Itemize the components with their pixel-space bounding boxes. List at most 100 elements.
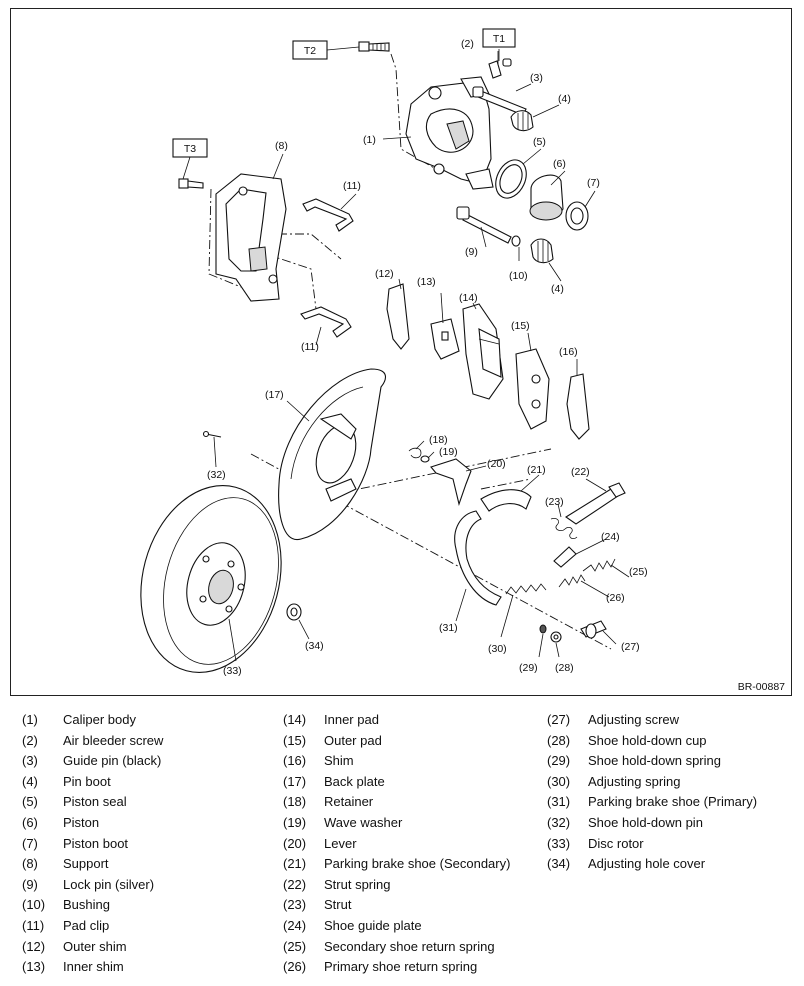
legend-part-name: Shoe hold-down spring xyxy=(588,753,721,769)
strut xyxy=(565,482,626,525)
legend-number: (6) xyxy=(22,814,38,830)
legend-part-name: Shoe hold-down cup xyxy=(588,732,707,748)
legend-part-name: Strut xyxy=(324,897,352,913)
torque-label-t3: T3 xyxy=(184,143,196,155)
legend-number: (15) xyxy=(283,732,307,748)
legend-part-name: Parking brake shoe (Secondary) xyxy=(324,856,511,872)
legend-part-name: Piston xyxy=(63,814,100,830)
legend-part-name: Air bleeder screw xyxy=(63,732,164,748)
legend-number: (27) xyxy=(547,712,571,727)
legend-part-name: Inner pad xyxy=(324,712,379,727)
callout-7: (7) xyxy=(587,177,600,189)
parts-legend: (1)Caliper body(2)Air bleeder screw(3)Gu… xyxy=(0,712,804,982)
piston-boot xyxy=(565,201,589,231)
exploded-view-diagram: T2 T1 T3 (1) (2) (3) (4) (5) (6) (7) (8)… xyxy=(140,28,648,677)
legend-part-name: Retainer xyxy=(324,794,374,810)
legend-part-name: Disc rotor xyxy=(588,835,644,851)
legend-part-name: Guide pin (black) xyxy=(63,753,162,769)
legend-number: (12) xyxy=(22,938,46,954)
t3-bolt xyxy=(178,178,204,189)
torque-box-t1: T1 xyxy=(482,28,516,48)
adjusting-hole-cover xyxy=(286,603,302,621)
legend-number: (21) xyxy=(283,856,307,872)
legend-part-name: Primary shoe return spring xyxy=(324,959,478,975)
legend-part-name: Adjusting spring xyxy=(588,773,681,789)
callout-9: (9) xyxy=(465,246,478,258)
legend-number: (32) xyxy=(547,814,571,830)
callout-24: (24) xyxy=(601,531,620,543)
callout-25: (25) xyxy=(629,566,648,578)
callout-17: (17) xyxy=(265,389,284,401)
torque-box-t2: T2 xyxy=(292,40,360,60)
callout-31: (31) xyxy=(439,622,458,634)
legend-part-name: Back plate xyxy=(324,773,385,789)
parking-brake-shoe-primary xyxy=(454,510,502,606)
inner-shim xyxy=(430,318,460,360)
hold-down-cup xyxy=(550,631,562,643)
legend-part-name: Outer pad xyxy=(324,732,382,748)
disc-rotor xyxy=(140,485,282,673)
shoe-guide-plate xyxy=(553,546,577,568)
legend-part-name: Pad clip xyxy=(63,917,110,933)
adjusting-spring xyxy=(505,583,547,595)
wave-washer xyxy=(420,455,430,463)
callout-18: (18) xyxy=(429,434,448,446)
legend-number: (33) xyxy=(547,835,571,851)
callout-34: (34) xyxy=(305,640,324,652)
legend-number: (19) xyxy=(283,814,307,830)
callout-22: (22) xyxy=(571,466,590,478)
legend-number: (5) xyxy=(22,794,38,810)
legend-number: (3) xyxy=(22,753,38,769)
legend-number: (23) xyxy=(283,897,307,913)
pad-shim xyxy=(566,373,590,440)
legend-number: (4) xyxy=(22,773,38,789)
legend-part-name: Secondary shoe return spring xyxy=(324,938,495,954)
legend-part-name: Caliper body xyxy=(63,712,136,727)
legend-part-name: Shoe hold-down pin xyxy=(588,814,703,830)
legend-number: (31) xyxy=(547,794,571,810)
pad-clip-bottom xyxy=(300,306,352,338)
callout-11-top: (11) xyxy=(343,180,361,192)
legend-part-name: Shoe guide plate xyxy=(324,917,422,933)
legend-number: (22) xyxy=(283,876,307,892)
callout-4-top: (4) xyxy=(558,93,571,105)
callout-26: (26) xyxy=(606,592,625,604)
lever xyxy=(430,458,472,506)
legend-number: (20) xyxy=(283,835,307,851)
pin-boot-bottom xyxy=(530,238,554,264)
legend-part-name: Pin boot xyxy=(63,773,111,789)
callout-28: (28) xyxy=(555,662,574,674)
legend-number: (24) xyxy=(283,917,307,933)
support-bracket xyxy=(215,173,287,302)
bushing xyxy=(511,235,521,247)
callout-3: (3) xyxy=(530,72,543,84)
legend-number: (14) xyxy=(283,712,307,727)
legend-part-name: Piston seal xyxy=(63,794,127,810)
legend-part-name: Lever xyxy=(324,835,357,851)
piston-seal xyxy=(495,159,527,199)
callout-15: (15) xyxy=(511,320,530,332)
figure-code: BR-00887 xyxy=(737,681,785,693)
callout-4-bottom: (4) xyxy=(551,283,564,295)
legend-number: (18) xyxy=(283,794,307,810)
secondary-return-spring xyxy=(582,558,616,572)
hold-down-pin xyxy=(202,430,222,438)
callout-30: (30) xyxy=(488,643,507,655)
pin-boot-top xyxy=(510,110,534,132)
pad-clip-top xyxy=(302,198,354,232)
torque-box-t3: T3 xyxy=(172,138,208,180)
callout-1: (1) xyxy=(363,134,376,146)
leader-lines xyxy=(213,51,630,662)
outer-shim xyxy=(386,283,410,350)
legend-part-name: Bushing xyxy=(63,897,110,913)
legend-part-name: Parking brake shoe (Primary) xyxy=(588,794,758,810)
callout-2: (2) xyxy=(461,38,474,50)
back-plate xyxy=(278,368,386,540)
callout-14: (14) xyxy=(459,292,478,304)
callout-labels: (1) (2) (3) (4) (5) (6) (7) (8) (9) (10)… xyxy=(207,38,648,677)
legend-part-name: Wave washer xyxy=(324,814,403,830)
outer-pad xyxy=(515,348,550,430)
legend-number: (13) xyxy=(22,959,46,975)
diagram-frame: T2 T1 T3 (1) (2) (3) (4) (5) (6) (7) (8)… xyxy=(10,8,792,696)
callout-19: (19) xyxy=(439,446,458,458)
